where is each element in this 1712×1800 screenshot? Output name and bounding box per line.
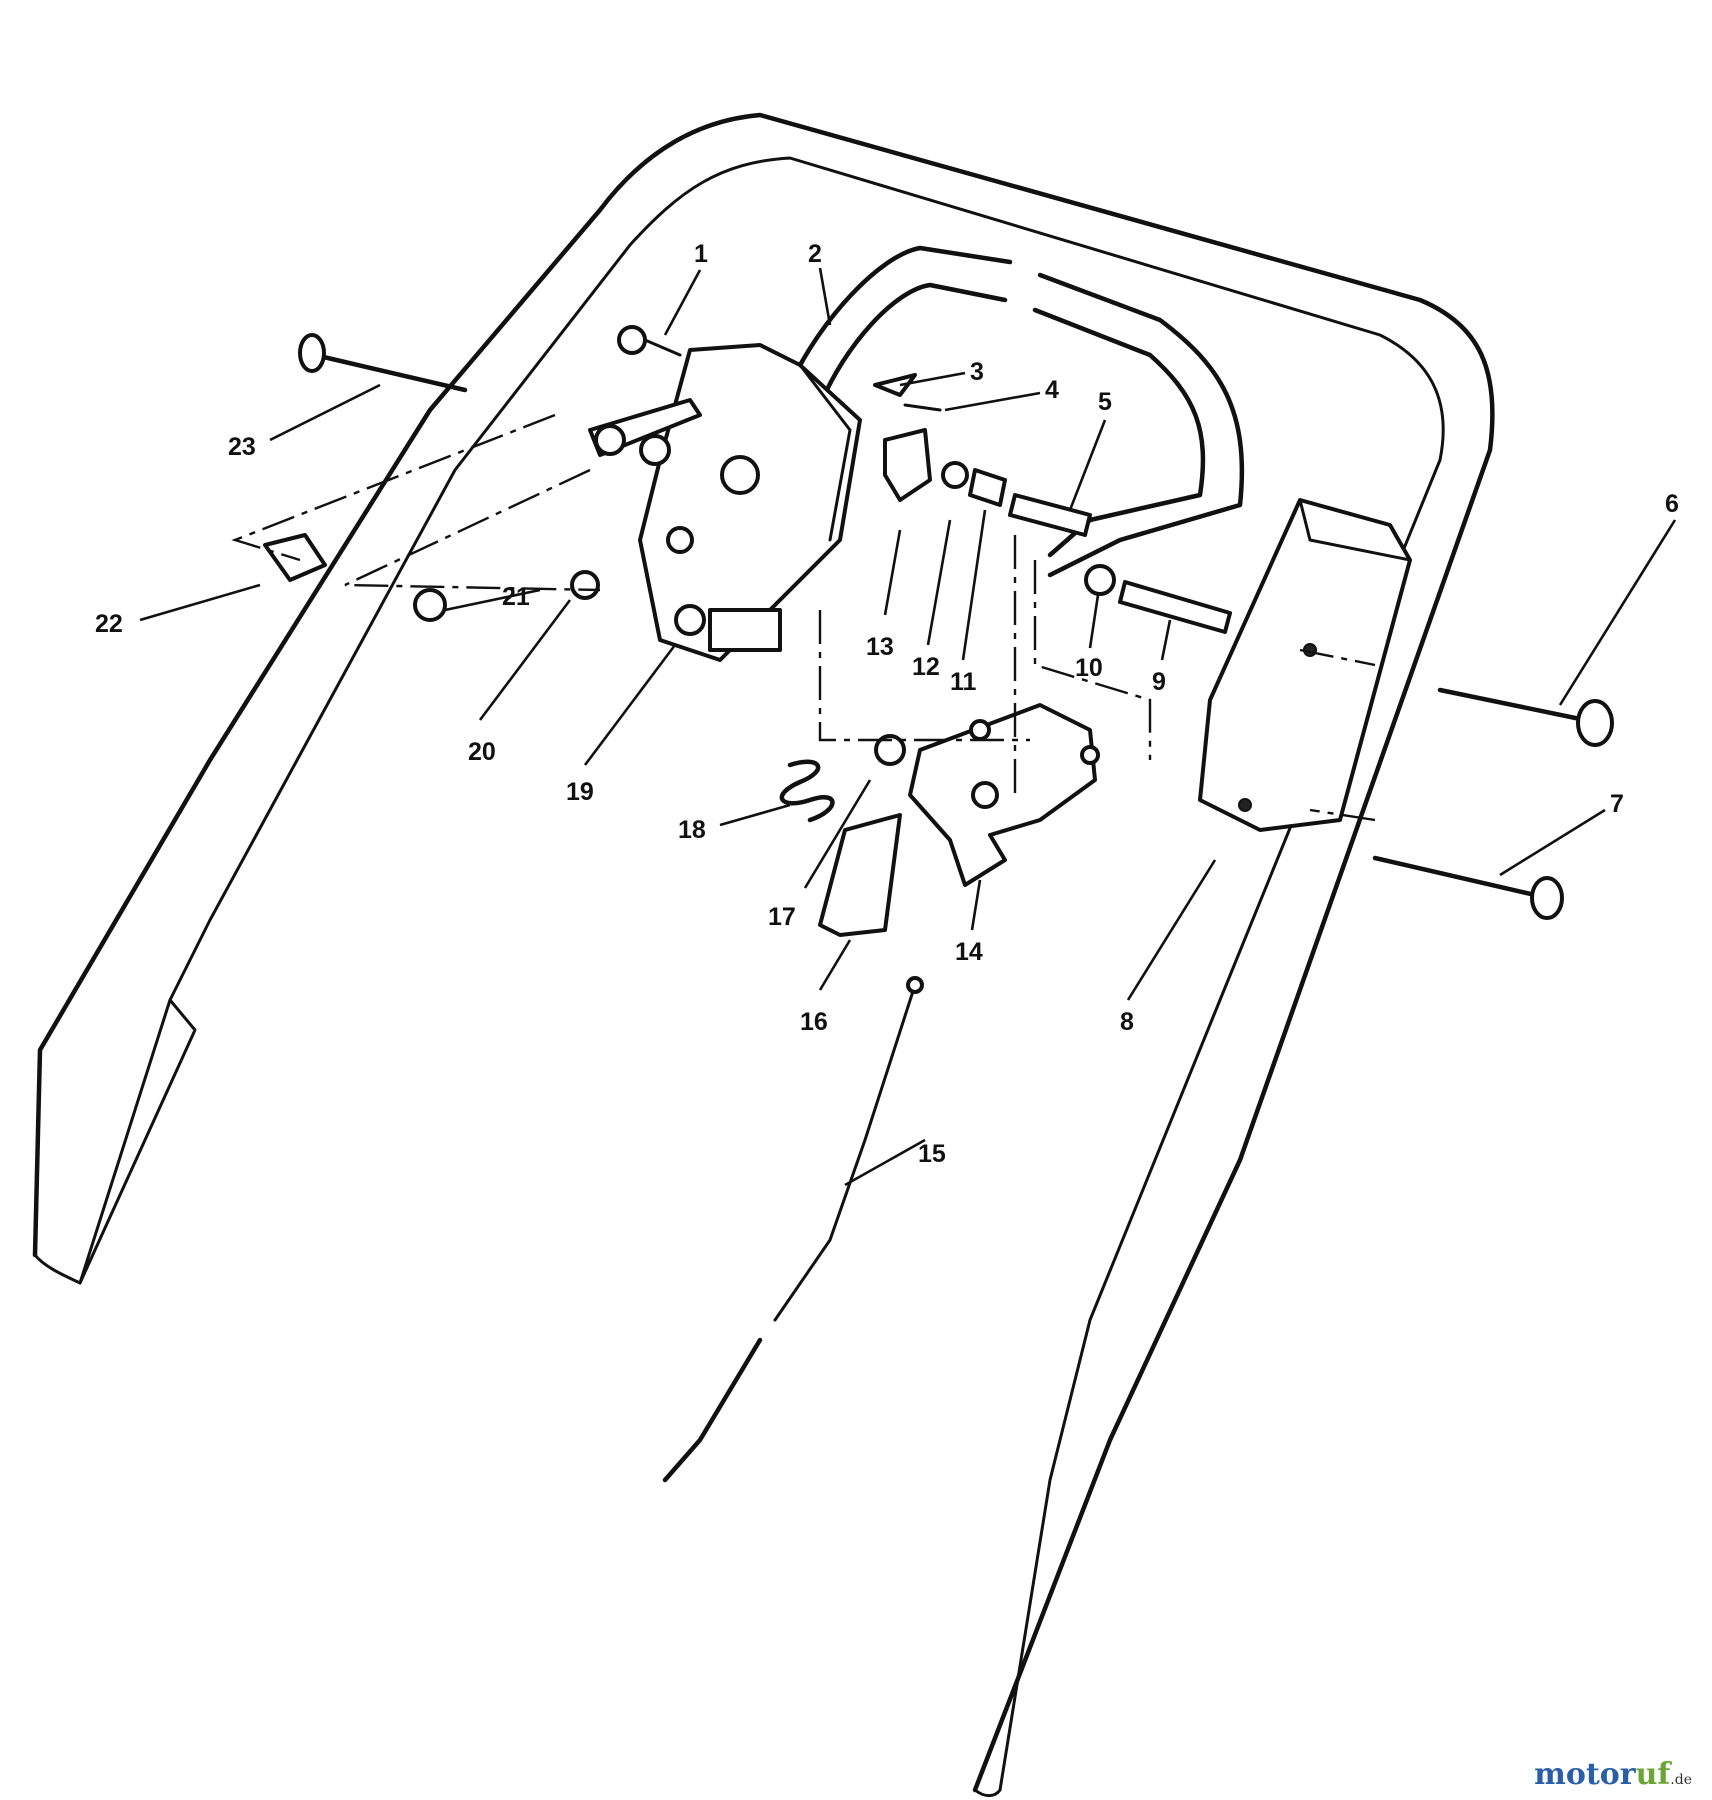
- right-housing: [1198, 498, 1412, 832]
- callout-16: 16: [800, 1008, 828, 1036]
- callout-labels: 1 2 3 4 5 6 7 8 9 10 11 12 13 14 15 16 1…: [95, 240, 1679, 1168]
- throttle-cable: [662, 976, 924, 1483]
- callout-3: 3: [970, 358, 984, 386]
- callout-5: 5: [1098, 388, 1112, 416]
- callout-7: 7: [1610, 790, 1624, 818]
- callout-23: 23: [228, 433, 256, 461]
- callout-9: 9: [1152, 668, 1166, 696]
- callout-18: 18: [678, 816, 706, 844]
- callout-17: 17: [768, 903, 796, 931]
- callout-22: 22: [95, 610, 123, 638]
- callout-15: 15: [918, 1140, 946, 1168]
- callout-6: 6: [1665, 490, 1679, 518]
- control-bracket: [908, 703, 1100, 887]
- control-bail: [787, 245, 1245, 578]
- callout-21: 21: [502, 583, 530, 611]
- assembly-lines: [231, 413, 1376, 822]
- callout-13: 13: [866, 633, 894, 661]
- watermark-logo: motoruf.de: [1534, 1757, 1692, 1792]
- callout-4: 4: [1045, 376, 1059, 404]
- callout-20: 20: [468, 738, 496, 766]
- callout-11: 11: [950, 668, 977, 696]
- callout-1: 1: [694, 240, 708, 268]
- callout-14: 14: [955, 938, 983, 966]
- left-housing: [638, 343, 862, 662]
- callout-19: 19: [566, 778, 594, 806]
- callout-2: 2: [808, 240, 822, 268]
- watermark-part2: uf: [1635, 1757, 1671, 1792]
- bolts: [298, 333, 1614, 920]
- watermark-suffix: .de: [1670, 1772, 1692, 1788]
- callout-12: 12: [912, 653, 940, 681]
- callout-8: 8: [1120, 1008, 1134, 1036]
- callout-10: 10: [1075, 654, 1103, 682]
- rod-pins: [1008, 493, 1232, 634]
- handle-tube: [32, 112, 1495, 1798]
- small-parts: [263, 325, 1116, 937]
- left-bracket: [588, 398, 702, 457]
- callout-leaders: [139, 267, 1677, 1187]
- watermark-part1: motor: [1534, 1757, 1636, 1792]
